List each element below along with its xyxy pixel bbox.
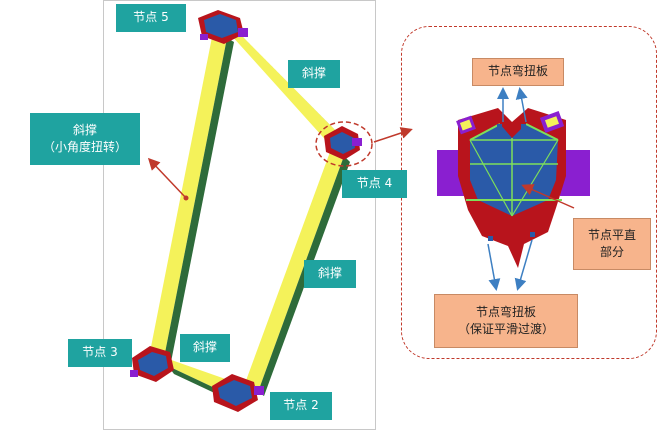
node-4-joint <box>324 126 362 160</box>
top-plate-arrow-right <box>515 87 528 123</box>
node-4-highlight-circle <box>315 121 373 167</box>
brace-bottom-label-text: 斜撑 <box>192 340 217 355</box>
node-4-label-text: 节点 4 <box>356 176 393 191</box>
brace-left-label-line1: 斜撑 <box>72 122 97 137</box>
brace-top <box>222 25 351 146</box>
brace-right-label-text: 斜撑 <box>317 266 342 281</box>
brace-left-pointer-dot <box>183 195 189 201</box>
node-2-label-text: 节点 2 <box>283 398 319 413</box>
node-5-joint <box>198 10 248 44</box>
node-5-label: 节点 5 <box>116 4 186 32</box>
brace-left-label-line2: （小角度扭转） <box>42 140 127 154</box>
brace-left-pointer-arrow <box>147 157 187 199</box>
bottom-plate-label-line2: （保证平滑过渡） <box>457 322 554 336</box>
node-2-label: 节点 2 <box>270 392 332 420</box>
brace-top-label-text: 斜撑 <box>301 66 326 81</box>
brace-left-label: 斜撑 （小角度扭转） <box>30 113 140 165</box>
top-plate-label-text: 节点弯扭板 <box>487 64 548 79</box>
node-4-label: 节点 4 <box>342 170 407 198</box>
brace-top-label: 斜撑 <box>288 60 340 88</box>
flat-part-label-line2: 部分 <box>599 245 624 259</box>
bottom-plate-arrow-left <box>487 243 501 291</box>
bottom-plate-label: 节点弯扭板 （保证平滑过渡） <box>434 294 578 348</box>
node-2-joint <box>212 374 264 412</box>
node-3-label-text: 节点 3 <box>82 345 118 360</box>
node-5-label-text: 节点 5 <box>133 10 169 25</box>
top-plate-label: 节点弯扭板 <box>472 58 564 86</box>
bottom-plate-label-line1: 节点弯扭板 <box>475 304 536 319</box>
flat-part-arrow <box>521 184 575 209</box>
brace-left <box>150 32 234 362</box>
node-3-label: 节点 3 <box>68 339 132 367</box>
flat-part-label-line1: 节点平直 <box>587 227 636 242</box>
node-4-to-detail-arrow <box>373 127 413 143</box>
detail-node-model <box>437 108 590 268</box>
bottom-plate-arrow-right <box>514 239 533 291</box>
node-3-joint <box>130 346 174 382</box>
flat-part-label: 节点平直 部分 <box>573 218 651 270</box>
brace-bottom-label: 斜撑 <box>180 334 230 362</box>
brace-right-label: 斜撑 <box>304 260 356 288</box>
